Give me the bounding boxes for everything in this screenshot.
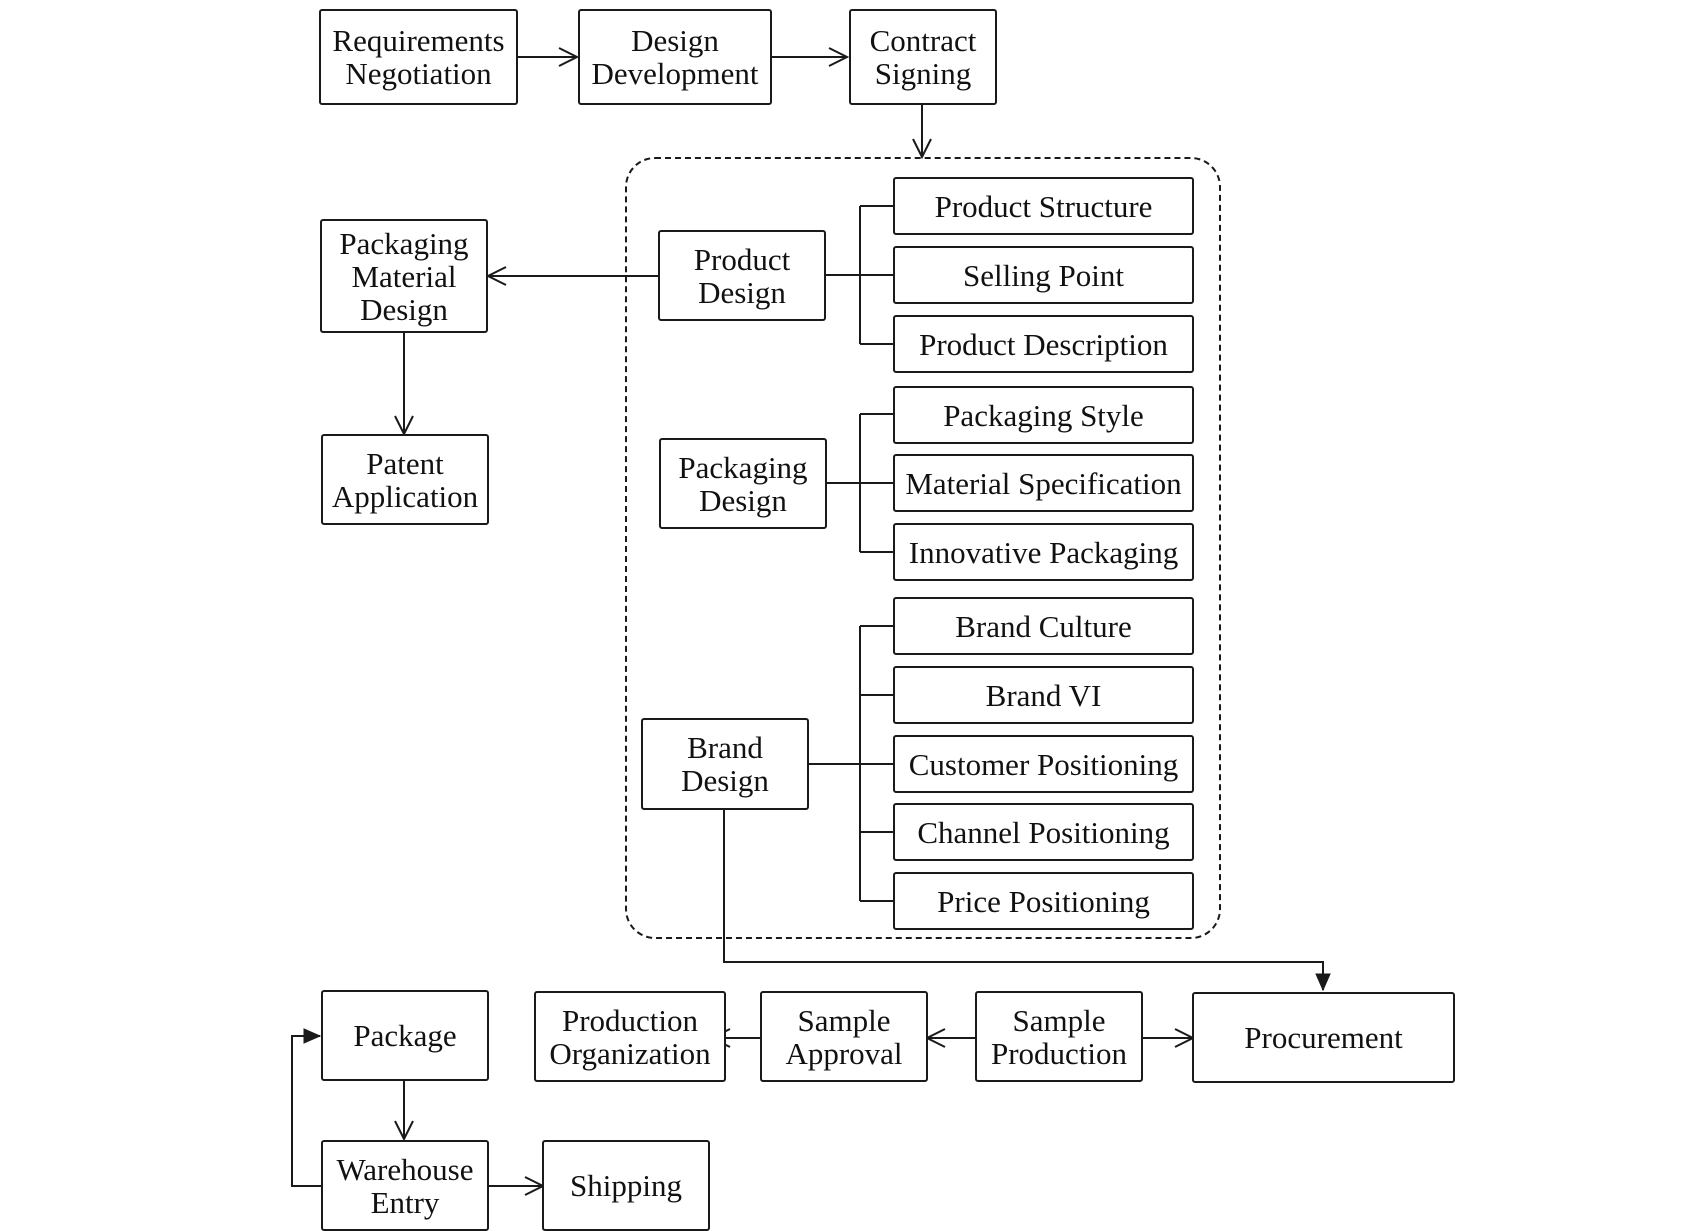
channel-positioning-label-line-1: Channel Positioning — [917, 814, 1170, 850]
packaging-style-box: Packaging Style — [893, 386, 1194, 444]
requirements-negotiation-label-line-1: Requirements — [332, 23, 505, 58]
requirements-negotiation-label-line-2: Negotiation — [345, 56, 492, 91]
production-organization-label-line-2: Organization — [549, 1035, 711, 1071]
product-structure-box: Product Structure — [893, 177, 1194, 235]
customer-positioning-box: Customer Positioning — [893, 735, 1194, 793]
design-development-label-line-2: Development — [591, 56, 759, 91]
packaging-style-label-line-1: Packaging Style — [943, 397, 1144, 433]
channel-positioning-box: Channel Positioning — [893, 803, 1194, 861]
packaging-material-design-label-line-3: Design — [360, 291, 448, 327]
price-positioning-box: Price Positioning — [893, 872, 1194, 930]
product-design-label-line-1: Product — [693, 241, 791, 277]
sample-production-label-line-2: Production — [990, 1035, 1128, 1071]
edge-warehouse-loop-to-package — [291, 1028, 322, 1187]
procurement-label-line-1: Procurement — [1244, 1020, 1403, 1055]
contract-signing-label-line-1: Contract — [869, 23, 977, 58]
price-positioning-label-line-1: Price Positioning — [937, 883, 1150, 919]
sample-approval-label-line-2: Approval — [785, 1035, 903, 1071]
brand-design-label-line-2: Design — [681, 763, 769, 798]
brand-design-label-line-1: Brand — [687, 730, 763, 765]
brand-culture-box: Brand Culture — [893, 597, 1194, 655]
warehouse-entry-label-line-1: Warehouse — [336, 1151, 474, 1187]
edge-brand-design-to-procurement — [723, 809, 1331, 992]
patent-application-label-line-1: Patent — [366, 445, 444, 481]
product-design-label-line-2: Design — [698, 274, 786, 310]
shipping-label-line-1: Shipping — [570, 1168, 682, 1203]
sample-production-label-line-1: Sample — [1012, 1002, 1106, 1038]
packaging-material-design-label-line-1: Packaging — [339, 225, 469, 261]
product-description-label-line-1: Product Description — [919, 326, 1168, 362]
brand-culture-label-line-1: Brand Culture — [955, 608, 1132, 644]
customer-positioning-label-line-1: Customer Positioning — [908, 746, 1179, 782]
selling-point-label-line-1: Selling Point — [962, 257, 1125, 293]
contract-signing-label-line-2: Signing — [874, 56, 972, 91]
innovative-packaging-label-line-1: Innovative Packaging — [908, 534, 1179, 570]
patent-application-label-line-2: Application — [331, 478, 479, 514]
product-description-box: Product Description — [893, 315, 1194, 373]
shipping-box: Shipping — [542, 1140, 710, 1231]
packaging-design-label-line-2: Design — [699, 482, 787, 518]
design-phase-group — [625, 157, 1221, 939]
package-label-line-1: Package — [353, 1018, 457, 1053]
production-organization-label-line-1: Production — [561, 1002, 699, 1038]
material-specification-box: Material Specification — [893, 454, 1194, 512]
product-structure-label-line-1: Product Structure — [934, 188, 1153, 224]
brand-vi-label-line-1: Brand VI — [985, 677, 1102, 713]
packaging-material-design-label-line-2: Material — [351, 258, 457, 294]
selling-point-box: Selling Point — [893, 246, 1194, 304]
sample-approval-label-line-1: Sample — [797, 1002, 891, 1038]
design-development-label-line-1: Design — [631, 23, 719, 58]
procurement-box: Procurement — [1192, 992, 1455, 1083]
innovative-packaging-box: Innovative Packaging — [893, 523, 1194, 581]
package-box: Package — [321, 990, 489, 1081]
warehouse-entry-label-line-2: Entry — [370, 1184, 440, 1220]
brand-vi-box: Brand VI — [893, 666, 1194, 724]
material-specification-label-line-1: Material Specification — [905, 465, 1182, 501]
packaging-design-label-line-1: Packaging — [678, 449, 808, 485]
